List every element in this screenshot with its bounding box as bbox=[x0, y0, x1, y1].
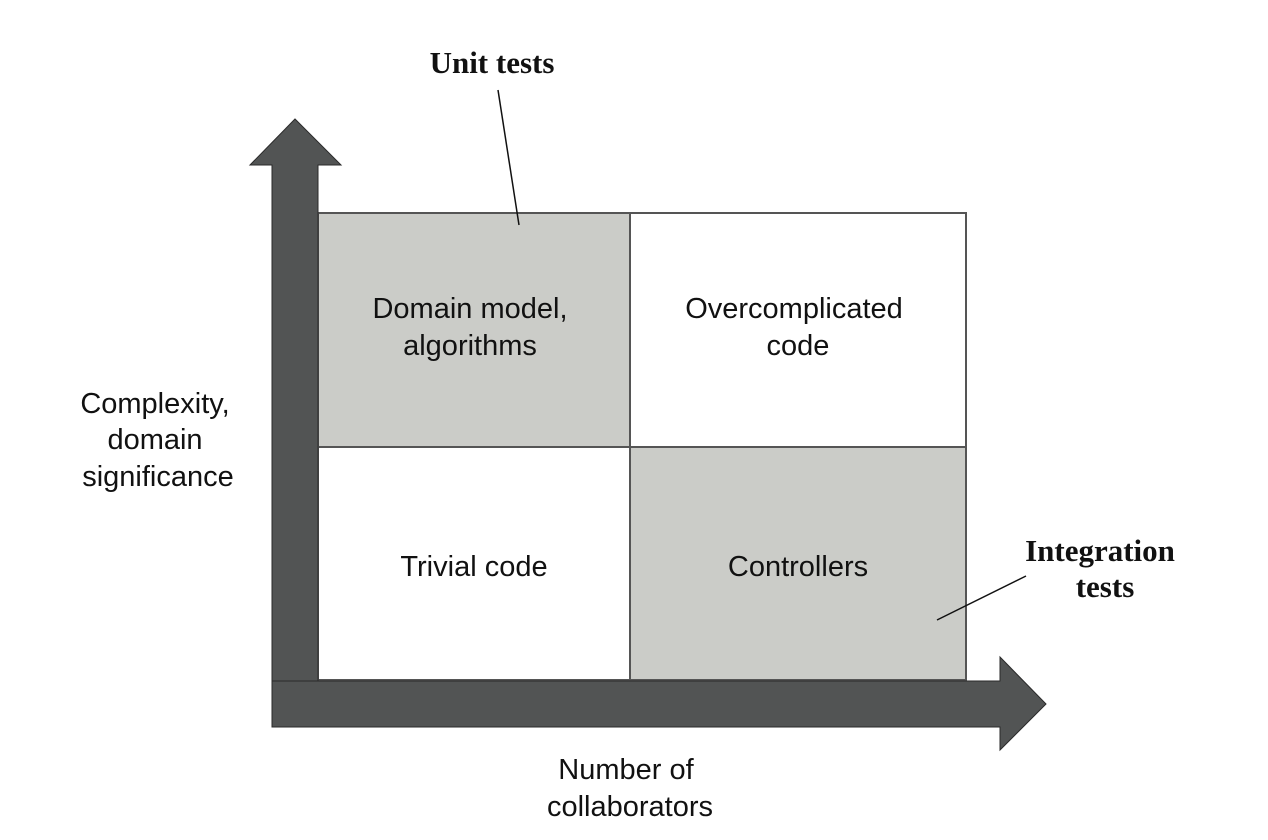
unit-tests-leader-line bbox=[497, 89, 520, 226]
y-axis-label-line1: Complexity, bbox=[80, 388, 229, 420]
quadrant-top-right-label-line1: Overcomplicated bbox=[685, 293, 903, 325]
quadrant-top-left-label-line2: algorithms bbox=[403, 330, 537, 362]
quadrant-bottom-right bbox=[629, 446, 967, 681]
quadrant-top-left bbox=[317, 212, 631, 448]
unit-tests-callout: Unit tests bbox=[430, 45, 555, 80]
integration-tests-callout-line1: Integration bbox=[1025, 533, 1175, 568]
integration-tests-leader-line bbox=[936, 575, 1027, 621]
quadrant-top-right bbox=[629, 212, 967, 448]
y-axis-label-line3: significance bbox=[82, 461, 234, 493]
integration-tests-callout-line2: tests bbox=[1076, 569, 1135, 604]
y-axis-arrow bbox=[248, 118, 343, 728]
quadrant-top-left-label-line1: Domain model, bbox=[372, 293, 567, 325]
quadrant-bottom-left bbox=[317, 446, 631, 681]
x-axis-label-line2: collaborators bbox=[547, 791, 713, 823]
quadrant-bottom-left-label: Trivial code bbox=[400, 551, 547, 583]
x-axis-label-line1: Number of bbox=[558, 754, 694, 786]
x-axis-arrow bbox=[271, 655, 1047, 752]
quadrant-top-right-label-line2: code bbox=[767, 330, 830, 362]
y-axis-label-line2: domain bbox=[107, 424, 202, 456]
quadrant-bottom-right-label: Controllers bbox=[728, 551, 868, 583]
